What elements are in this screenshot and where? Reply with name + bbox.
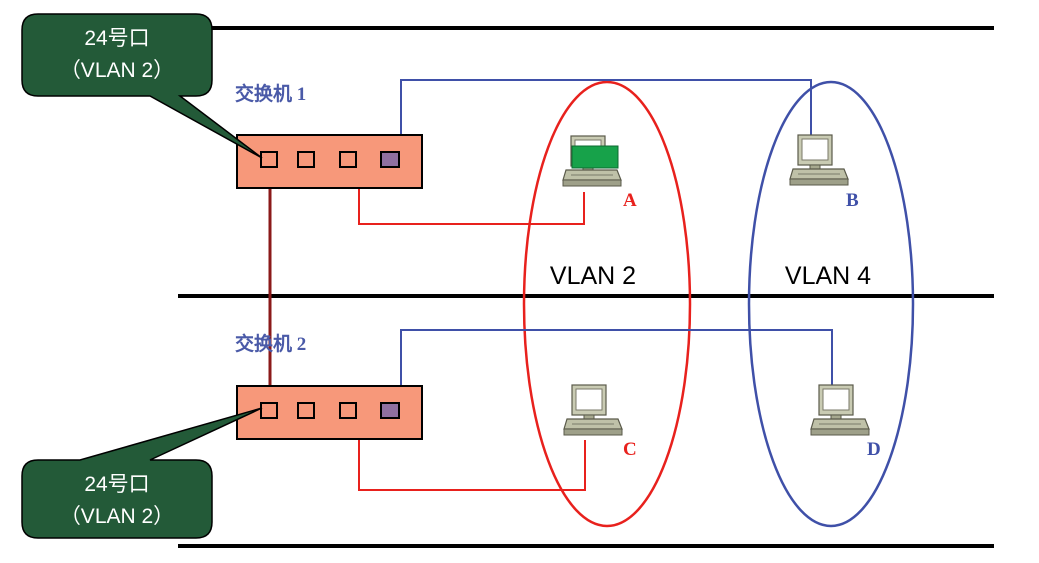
computer-c-label: C bbox=[623, 439, 637, 460]
switch-2-label: 交换机 2 bbox=[235, 332, 306, 355]
sw1-to-a-line bbox=[358, 168, 585, 225]
switch-1-label: 交换机 1 bbox=[235, 82, 306, 105]
vlan4-label: VLAN 4 bbox=[785, 262, 871, 290]
computer-b-label: B bbox=[846, 190, 859, 211]
computer-c-icon bbox=[563, 384, 623, 436]
callout-top-line2: （VLAN 2） bbox=[60, 59, 174, 82]
computer-a-label: A bbox=[623, 190, 637, 211]
computer-b-icon bbox=[789, 134, 849, 186]
callout-top: 24号口 （VLAN 2） bbox=[21, 13, 263, 159]
sw1-port-24 bbox=[260, 151, 278, 168]
callout-bottom: 24号口 （VLAN 2） bbox=[21, 407, 263, 539]
sw2-port-2 bbox=[297, 402, 315, 419]
callout-top-line1: 24号口 bbox=[84, 27, 149, 50]
switch-2 bbox=[236, 385, 423, 440]
sw1-port-2 bbox=[297, 151, 315, 168]
sw2-port-4 bbox=[380, 402, 400, 419]
sw2-to-d-line bbox=[400, 329, 833, 402]
switch-1 bbox=[236, 134, 423, 189]
sw2-port-3 bbox=[339, 402, 357, 419]
callout-bottom-line1: 24号口 bbox=[84, 473, 149, 496]
sw2-to-c-line bbox=[358, 420, 586, 491]
vlan2-label: VLAN 2 bbox=[550, 262, 636, 290]
sw2-port-24 bbox=[260, 402, 278, 419]
vlan4-ellipse bbox=[747, 80, 915, 528]
sw1-to-b-line bbox=[400, 79, 812, 151]
computer-d-icon bbox=[810, 384, 870, 436]
computer-d-label: D bbox=[867, 439, 881, 460]
sw1-port-3 bbox=[339, 151, 357, 168]
sw1-port-4 bbox=[380, 151, 400, 168]
vlan2-ellipse bbox=[522, 80, 692, 528]
callout-bottom-line2: （VLAN 2） bbox=[60, 505, 174, 528]
computer-a-icon bbox=[562, 135, 622, 187]
